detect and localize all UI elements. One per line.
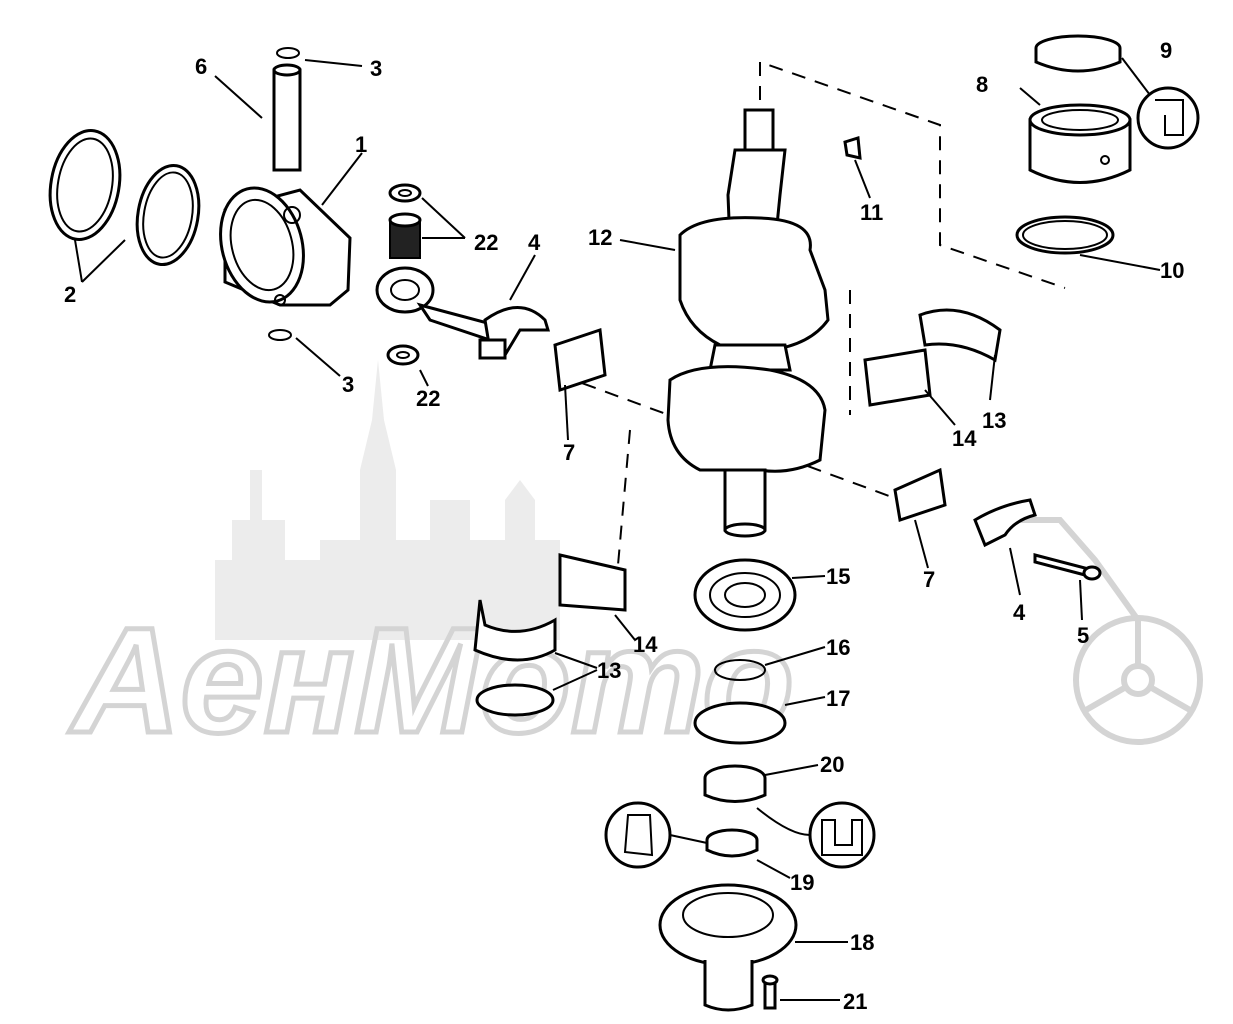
lower-bearing-housing	[658, 883, 798, 1012]
callout-14-right: 14	[952, 426, 977, 451]
callout-4-rod: 4	[528, 230, 541, 255]
callout-10: 10	[1160, 258, 1184, 283]
piston	[219, 186, 352, 307]
watermark: AeнMoто	[66, 360, 1203, 767]
watermark-logo: AeнMoто	[68, 596, 794, 764]
seal	[705, 828, 759, 858]
retaining-rings	[268, 47, 300, 341]
lower-rings	[693, 659, 787, 745]
callout-3-bottom: 3	[342, 372, 354, 397]
callout-15: 15	[826, 564, 850, 589]
callout-19: 19	[790, 870, 814, 895]
woodruff-key	[843, 136, 862, 160]
callout-9: 9	[1160, 38, 1172, 63]
callout-16: 16	[826, 635, 850, 660]
callout-2: 2	[64, 282, 76, 307]
callout-17: 17	[826, 686, 850, 711]
callout-22-top: 22	[474, 230, 498, 255]
callout-13-left: 13	[597, 658, 621, 683]
piston-rings	[48, 129, 201, 267]
watermark-wheel	[1000, 517, 1203, 745]
callout-21: 21	[843, 989, 867, 1014]
callout-14-left: 14	[633, 632, 658, 657]
callout-12: 12	[588, 225, 612, 250]
center-main-bearings	[473, 308, 1002, 717]
seal-detail-views	[604, 86, 1200, 869]
callout-3-top: 3	[370, 56, 382, 81]
callout-numbers: 1 2 3 3 4 4 5 6 7 7 8 9 10 11 12 13 13 1…	[64, 38, 1184, 1014]
ball-bearing	[693, 558, 797, 632]
screw	[1033, 553, 1102, 581]
callout-8: 8	[976, 72, 988, 97]
bearing-cages	[553, 327, 947, 522]
oil-seal	[703, 764, 767, 803]
callout-7-lower: 7	[923, 567, 935, 592]
piston-pin	[272, 63, 302, 172]
callout-6: 6	[195, 54, 207, 79]
leader-lines	[74, 57, 1161, 1001]
rod-cap	[973, 498, 1037, 548]
callout-13-right: 13	[982, 408, 1006, 433]
housing-screw	[761, 974, 779, 1010]
upper-bearing-assembly	[1015, 34, 1132, 255]
callout-22-bottom: 22	[416, 386, 440, 411]
callout-7-upper: 7	[563, 440, 575, 465]
callout-20: 20	[820, 752, 844, 777]
crankshaft	[666, 108, 830, 538]
callout-18: 18	[850, 930, 874, 955]
needle-bearing	[386, 183, 422, 366]
connecting-rod	[375, 266, 551, 360]
callout-1: 1	[355, 132, 367, 157]
callout-11: 11	[860, 200, 883, 225]
watermark-skyline	[215, 360, 560, 640]
callout-5: 5	[1077, 623, 1089, 648]
callout-4-cap: 4	[1013, 600, 1026, 625]
